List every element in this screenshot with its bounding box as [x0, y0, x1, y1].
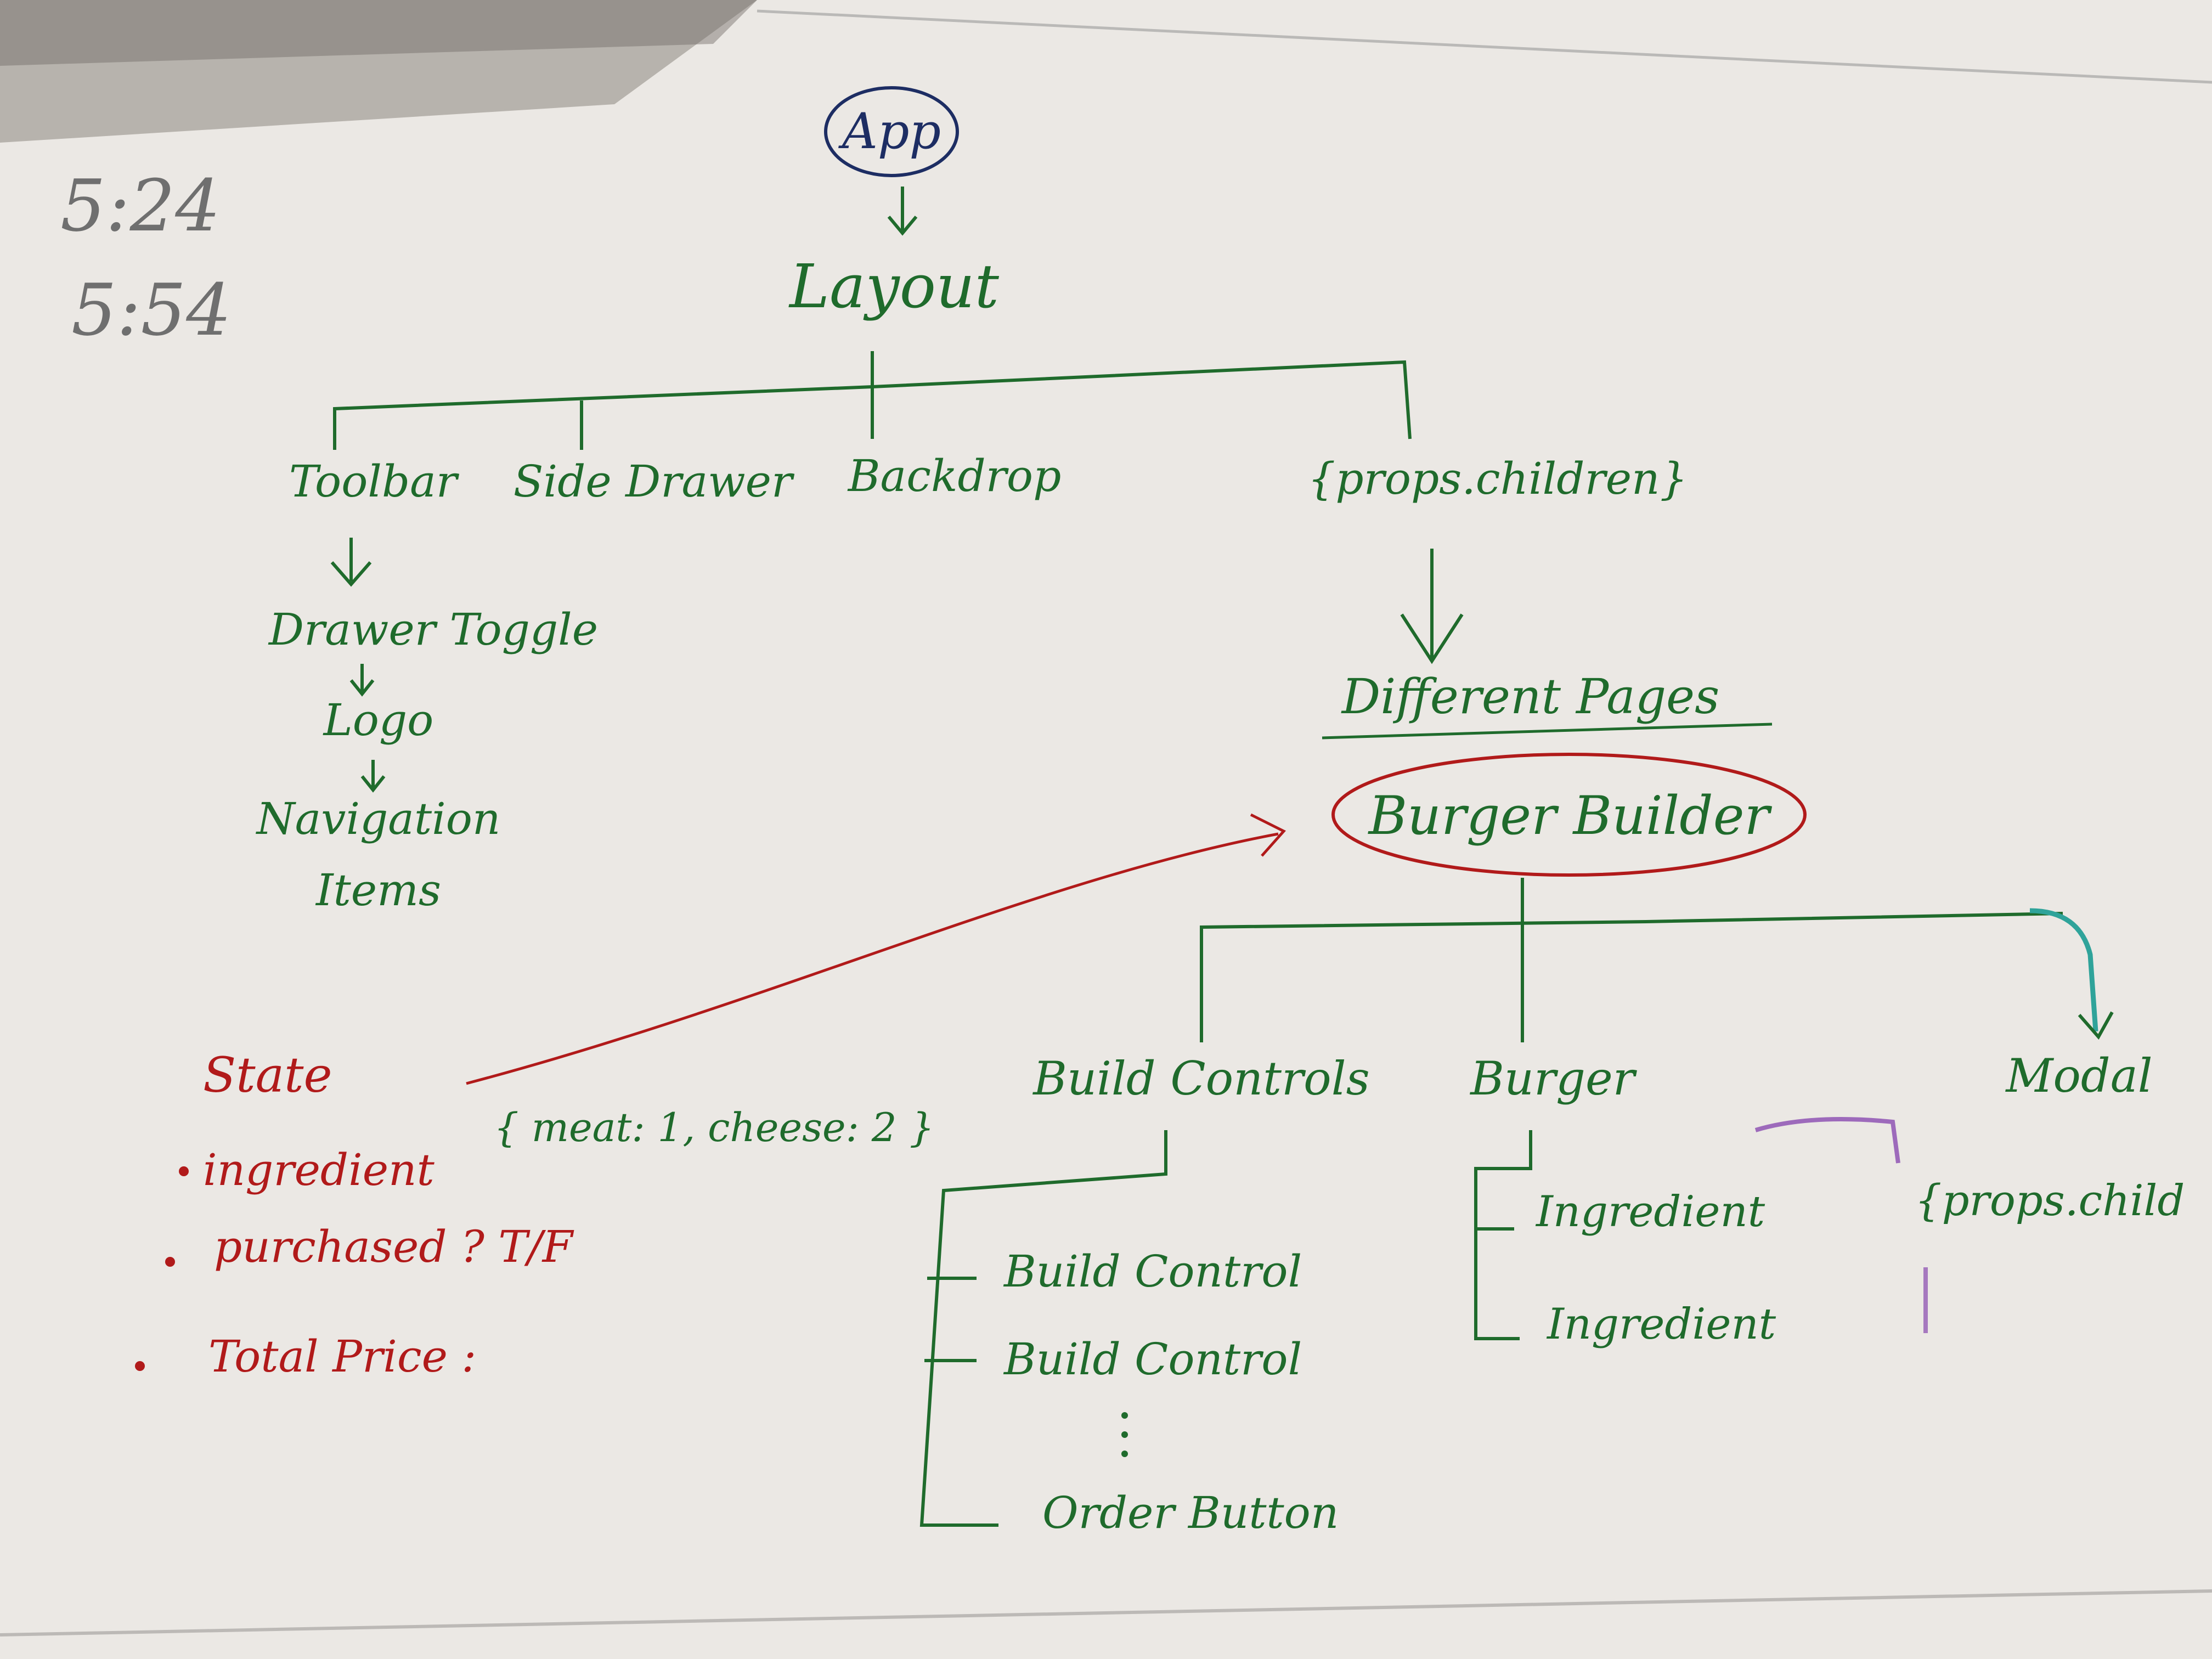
build-control-2-label: Build Control	[1003, 1334, 1302, 1385]
different-pages-label: Different Pages	[1341, 668, 1720, 725]
layout-label: Layout	[788, 251, 1000, 321]
different-pages-underline	[1322, 723, 1773, 740]
navigation-label: Navigation	[256, 793, 501, 844]
ingredient-1-label: Ingredient	[1535, 1187, 1765, 1237]
logo-label: Logo	[323, 695, 434, 746]
state-purchased: purchased ? T/F	[214, 1221, 574, 1272]
state-title: State	[203, 1047, 332, 1103]
app-label: App	[838, 103, 941, 160]
toolbar-chain-arrows	[330, 538, 386, 793]
build-control-1-label: Build Control	[1003, 1246, 1302, 1297]
time-2: 5:54	[71, 268, 232, 352]
pencil-shading	[0, 0, 757, 143]
backdrop-label: Backdrop	[847, 450, 1062, 501]
build-controls-tree-lines	[919, 1130, 1167, 1527]
props-children-label: {props.children}	[1308, 453, 1688, 504]
modal-arrowhead	[2078, 1011, 2114, 1040]
toolbar-label: Toolbar	[289, 456, 460, 507]
pencil-rule	[757, 9, 2212, 84]
modal-label: Modal	[2005, 1049, 2152, 1103]
layout-tree-lines	[333, 351, 1412, 450]
state-bullets	[135, 1166, 189, 1371]
burger-label: Burger	[1469, 1052, 1637, 1105]
state-to-burger-builder-arrow	[466, 832, 1279, 1085]
burger-builder-label: Burger Builder	[1368, 785, 1773, 847]
ellipsis-dots	[1121, 1412, 1128, 1457]
arrow-app-layout	[887, 187, 918, 236]
state-arrowhead	[1250, 813, 1286, 857]
purple-bracket-mark	[1754, 1117, 1900, 1164]
page-edge-line	[0, 1589, 2212, 1637]
build-controls-label: Build Controls	[1032, 1052, 1369, 1105]
modal-branch-marker	[2029, 908, 2098, 1032]
items-label: Items	[315, 865, 441, 916]
app-ellipse	[824, 86, 959, 177]
ingredient-2-label: Ingredient	[1546, 1300, 1776, 1349]
state-ingredient: ingredient	[203, 1144, 435, 1195]
time-1: 5:24	[60, 164, 221, 247]
arrow-props-pages	[1400, 549, 1464, 664]
burger-tree-lines	[1474, 1130, 1532, 1340]
drawer-toggle-label: Drawer Toggle	[268, 604, 598, 655]
burger-builder-ellipse	[1331, 753, 1807, 877]
state-total-price: Total Price :	[208, 1331, 476, 1382]
burger-builder-tree-lines	[1200, 878, 2063, 1042]
side-drawer-label: Side Drawer	[514, 456, 795, 507]
state-ingredient-value: { meat: 1, cheese: 2 }	[494, 1104, 934, 1150]
order-button-label: Order Button	[1042, 1487, 1339, 1538]
modal-props-child-label: {props.child	[1915, 1176, 2185, 1226]
pencil-shading-dark	[0, 0, 757, 66]
